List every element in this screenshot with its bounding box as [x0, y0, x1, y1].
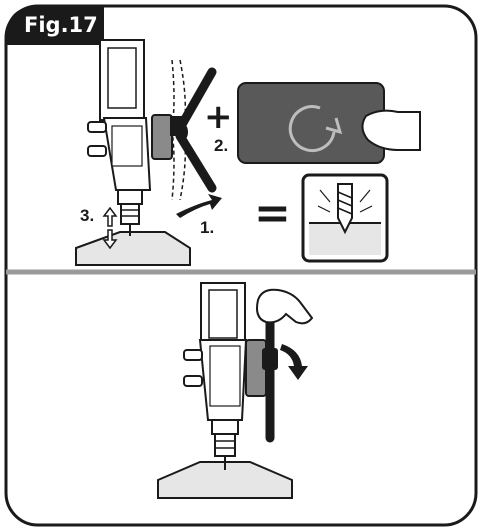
plus-sign: + — [204, 100, 233, 134]
step-3-label: 3. — [80, 206, 94, 226]
drill-bit-icon — [303, 175, 387, 261]
step-1-label: 1. — [200, 218, 214, 238]
step-2-label: 2. — [214, 136, 228, 156]
figure-label: Fig.17 — [24, 13, 98, 37]
equals-sign: = — [254, 192, 291, 236]
